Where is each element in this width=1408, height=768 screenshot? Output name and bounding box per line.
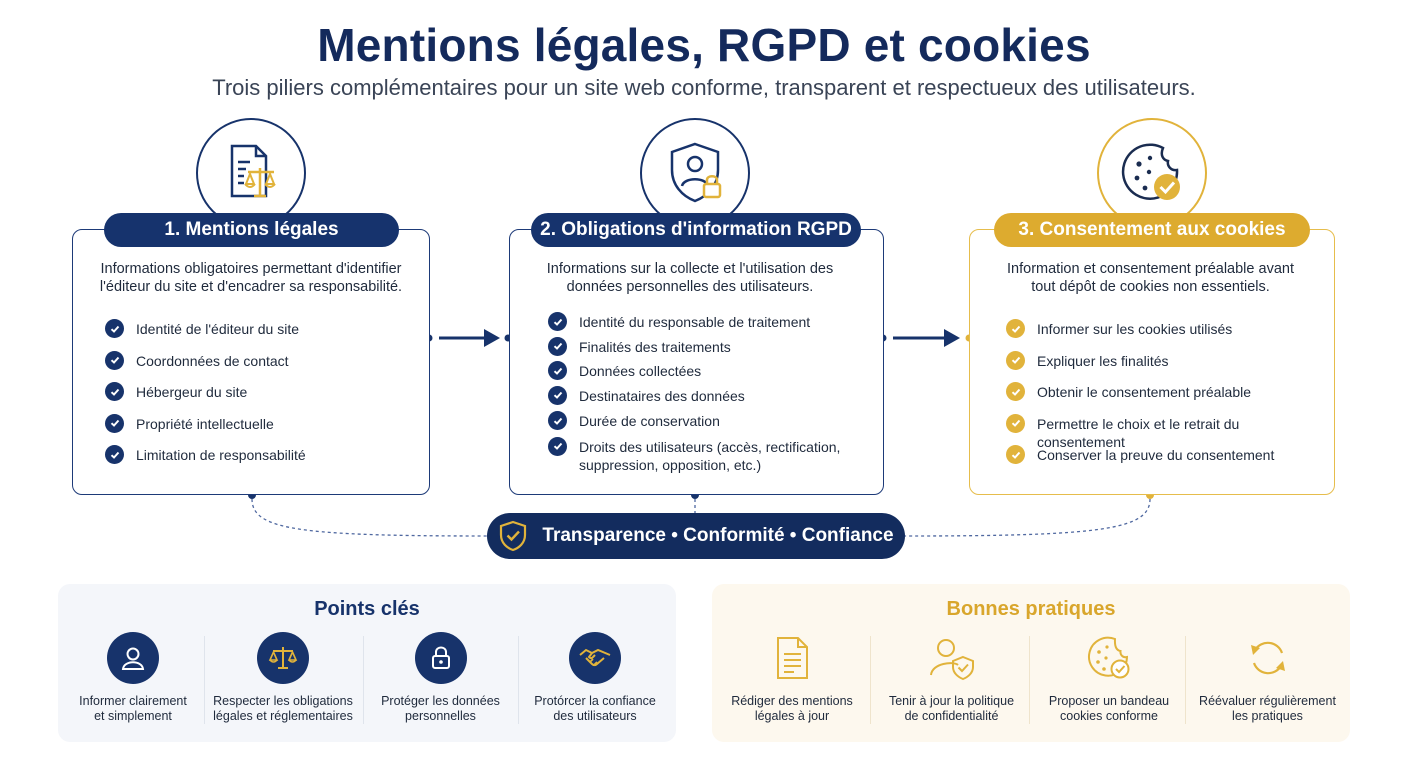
check-icon: [105, 350, 124, 370]
key-point-label: Protórcer la confiance des utilisateurs: [534, 694, 656, 723]
lock-icon: [414, 632, 467, 684]
shield-check-icon: [498, 520, 528, 552]
best-practice-label: Proposer un bandeau cookies conforme: [1048, 694, 1170, 723]
card-description: Informations sur la collecte et l'utilis…: [546, 261, 834, 295]
key-point-label: Protéger les données personnelles: [381, 694, 500, 723]
list-item: Expliquer les finalités: [1006, 350, 1326, 384]
page-title: Mentions légales, RGPD et cookies: [317, 19, 1091, 71]
checklist-rgpd: Identité du responsable de traitement Fi…: [548, 312, 868, 478]
check-icon: [105, 413, 124, 433]
banner-text: Transparence • Conformité • Confiance: [542, 525, 894, 546]
page-subtitle: Trois piliers complémentaires pour un si…: [212, 75, 1196, 100]
best-practice-item: Réévaluer régulièrement les pratiques: [1190, 632, 1345, 732]
card-mentions-legales: [72, 229, 430, 495]
divider: [1029, 636, 1030, 724]
check-icon: [548, 411, 567, 430]
best-practice-label: Rédiger des mentions légales à jour: [731, 694, 853, 723]
divider: [363, 636, 364, 724]
panel-title: Points clés: [314, 598, 420, 620]
legal-document-scales-icon: [196, 118, 306, 228]
card-rgpd: [509, 229, 884, 495]
key-points-panel: Points clés Informer clairement et simpl…: [58, 584, 676, 742]
list-item: Données collectées: [548, 361, 868, 387]
card-cookies: [969, 229, 1335, 495]
divider: [870, 636, 871, 724]
values-banner: Transparence • Conformité • Confiance: [487, 513, 905, 559]
divider: [204, 636, 205, 724]
user-shield-icon: [926, 632, 978, 684]
check-icon: [1006, 382, 1025, 401]
check-icon: [1006, 445, 1025, 464]
list-item: Obtenir le consentement préalable: [1006, 382, 1326, 415]
cookie-check-icon: [1097, 118, 1207, 228]
list-item: Informer sur les cookies utilisés: [1006, 319, 1326, 352]
divider: [1185, 636, 1186, 724]
checklist-cookies: Informer sur les cookies utilisés Expliq…: [1006, 319, 1326, 478]
key-point-item: Protórcer la confiance des utilisateurs: [520, 632, 670, 732]
document-icon: [766, 632, 818, 684]
best-practice-label: Tenir à jour la politique de confidentia…: [888, 694, 1015, 723]
arrow-2-to-3: [879, 329, 973, 347]
list-item: Limitation de responsabilité: [105, 445, 415, 478]
pill-rgpd: 2. Obligations d'information RGPD: [531, 213, 861, 247]
key-point-item: Informer clairement et simplement: [63, 632, 203, 732]
check-icon: [548, 312, 567, 331]
check-icon: [548, 385, 567, 405]
key-point-label: Informer clairement et simplement: [79, 694, 187, 723]
list-item: Durée de conservation: [548, 411, 868, 438]
pill-cookies: 3. Consentement aux cookies: [994, 213, 1310, 247]
list-item: Conserver la preuve du consentement: [1006, 445, 1326, 478]
list-item: Identité du responsable de traitement: [548, 312, 868, 338]
user-icon: [107, 632, 159, 684]
card-description: Informations obligatoires permettant d'i…: [99, 261, 403, 295]
check-icon: [105, 382, 124, 401]
list-item: Permettre le choix et le retrait du cons…: [1006, 413, 1326, 450]
best-practice-item: Tenir à jour la politique de confidentia…: [874, 632, 1029, 732]
list-item: Hébergeur du site: [105, 382, 415, 415]
pill-mentions-legales: 1. Mentions légales: [104, 213, 399, 247]
list-item: Propriété intellectuelle: [105, 413, 415, 447]
best-practice-label: Réévaluer régulièrement les pratiques: [1199, 694, 1336, 723]
list-item: Identité de l'éditeur du site: [105, 319, 415, 352]
arrow-1-to-2: [425, 329, 512, 347]
divider: [518, 636, 519, 724]
card-description: Information et consentement préalable av…: [1007, 261, 1294, 295]
check-icon: [548, 361, 567, 380]
list-item: Droits des utilisateurs (accès, rectific…: [548, 436, 868, 478]
check-icon: [105, 319, 124, 338]
best-practice-item: Proposer un bandeau cookies conforme: [1034, 632, 1184, 732]
check-icon: [105, 445, 124, 464]
check-icon: [1006, 413, 1025, 433]
check-icon: [548, 336, 567, 356]
key-point-item: Respecter les obligations légales et rég…: [208, 632, 358, 732]
check-icon: [548, 436, 567, 456]
best-practice-item: Rédiger des mentions légales à jour: [717, 632, 867, 732]
cookie-check-icon: [1083, 632, 1135, 684]
checklist-mentions-legales: Identité de l'éditeur du site Coordonnée…: [105, 319, 415, 478]
list-item: Coordonnées de contact: [105, 350, 415, 384]
list-item: Destinataires des données: [548, 385, 868, 413]
check-icon: [1006, 350, 1025, 370]
scales-icon: [257, 632, 309, 684]
key-point-label: Respecter les obligations légales et rég…: [213, 694, 353, 723]
refresh-icon: [1242, 632, 1294, 684]
best-practices-panel: Bonnes pratiques Rédiger des mentions lé…: [712, 584, 1350, 742]
key-point-item: Protéger les données personnelles: [368, 632, 513, 732]
list-item: Finalités des traitements: [548, 336, 868, 363]
check-icon: [1006, 319, 1025, 338]
handshake-icon: [569, 632, 621, 684]
panel-title: Bonnes pratiques: [946, 598, 1116, 620]
user-shield-lock-icon: [640, 118, 750, 228]
